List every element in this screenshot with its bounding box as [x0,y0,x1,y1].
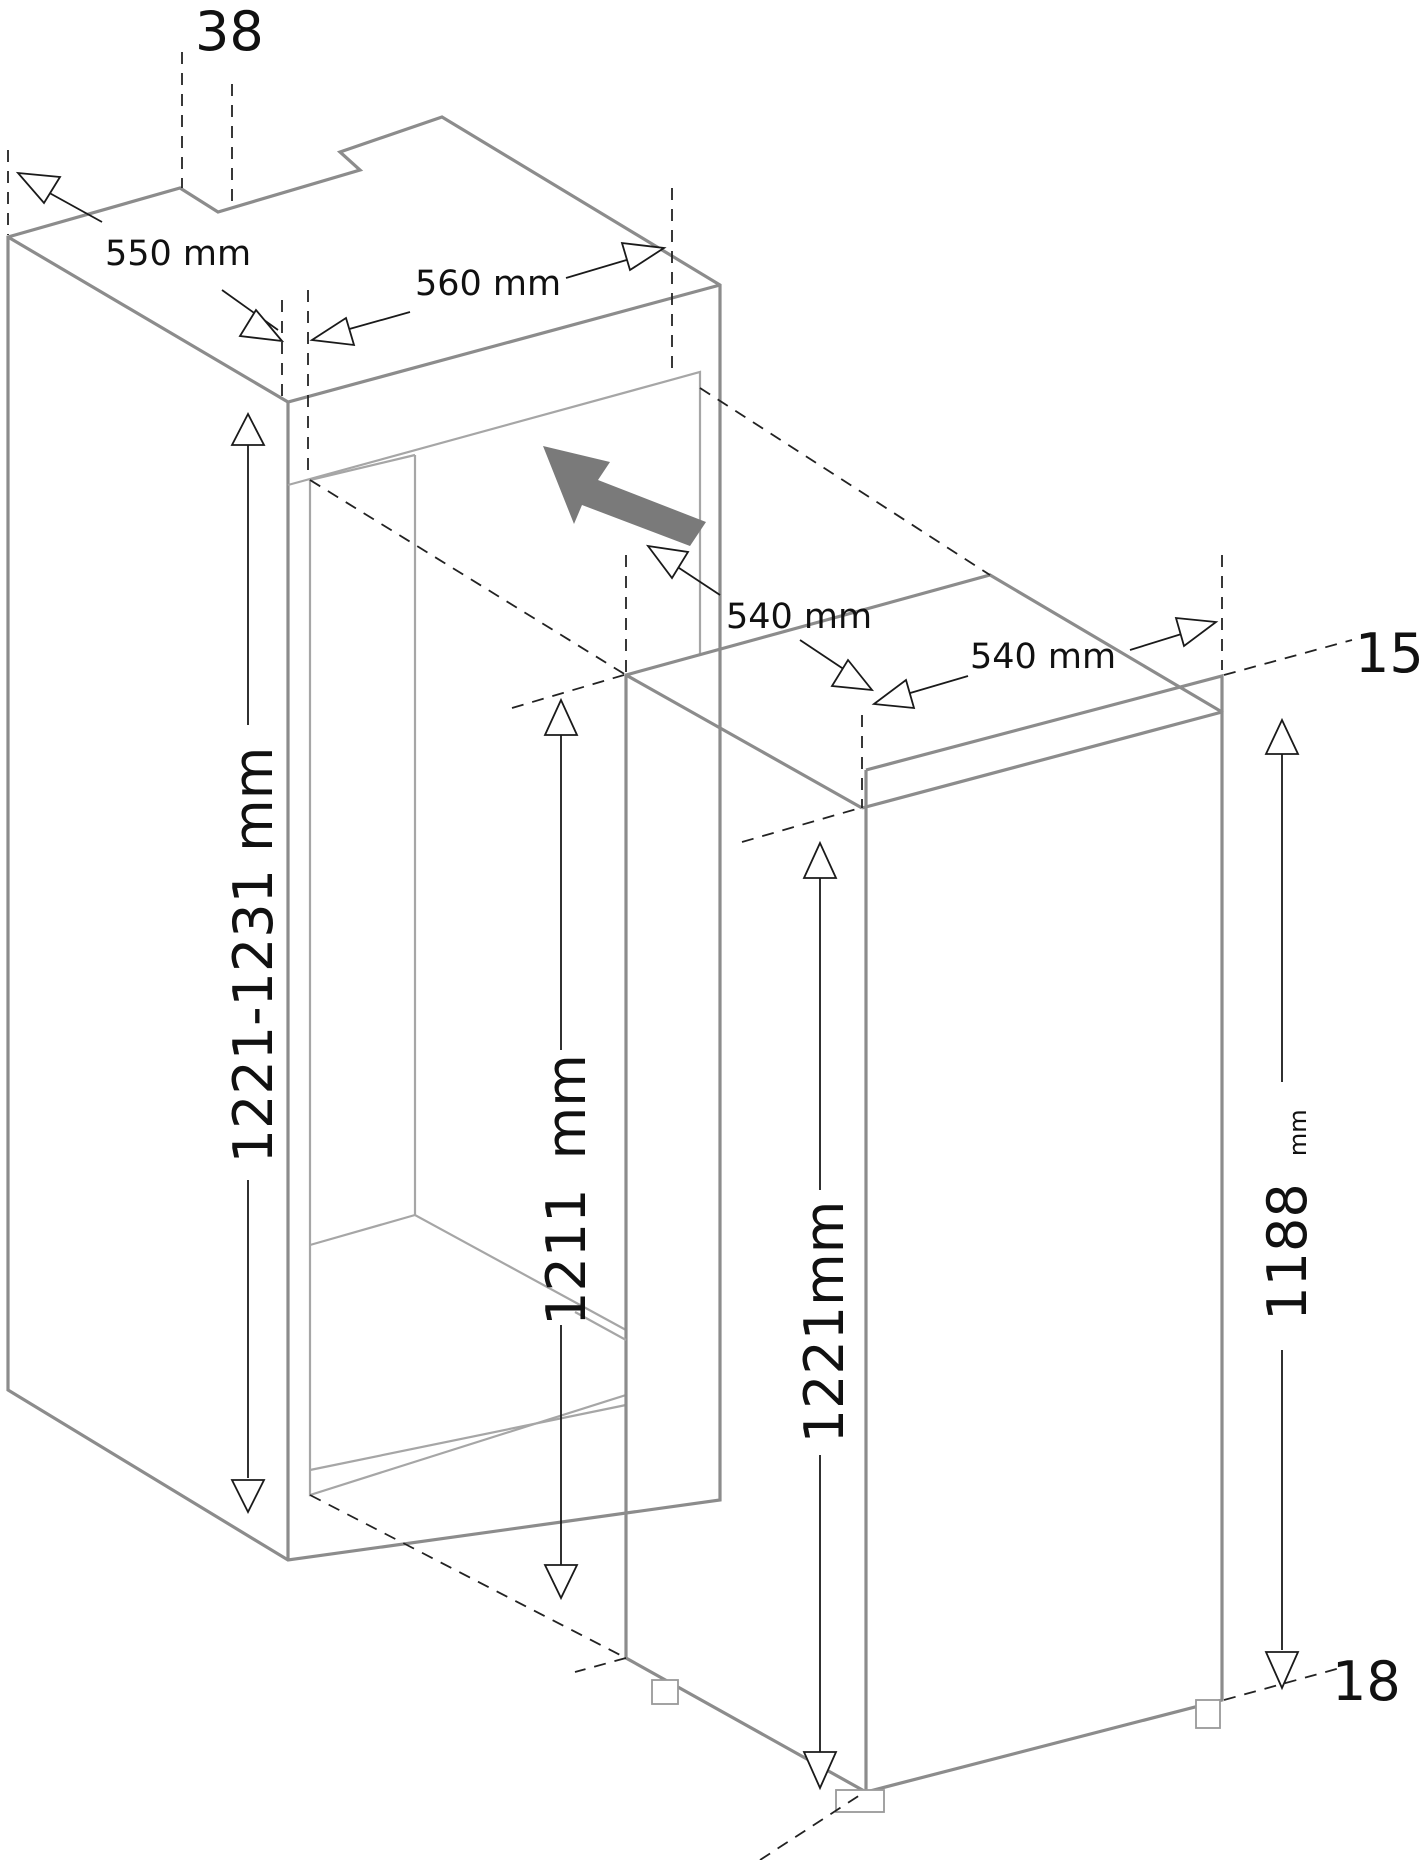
dim-line-540w-b [1129,631,1189,651]
label-door-height-unit: mm [1284,1109,1312,1156]
label-door-height: 1188 mm [1256,1109,1319,1320]
appliance-outline [624,573,1224,1794]
arrowhead-niche-top [230,412,266,446]
label-door-height-value: 1188 [1256,1183,1319,1320]
cabinet-niche-floor [309,1213,627,1331]
label-cabinet-width: 560 mm [415,264,561,304]
arrowhead-550-left [15,171,62,205]
dim-line-540d-b [799,639,849,673]
label-top-gap: 38 [195,0,264,63]
arrowhead-1221-top [802,840,838,879]
cabinet-housing [6,115,722,1562]
cabinet-outer-outline [6,115,722,1562]
insertion-direction-arrow [543,446,706,546]
cabinet-niche-back-left [309,453,416,482]
appliance-feet [651,1679,1221,1813]
appliance-top-right-link [861,710,1223,810]
label-front-height: 1221mm [793,1201,856,1444]
cabinet-niche-left-wall [308,480,627,1497]
arrowhead-540d-top [645,544,690,580]
foot-left [651,1679,679,1705]
dimension-labels: 38 550 mm 560 mm 1221-1231 mm 1211 mm 54… [105,0,1419,1713]
arrowhead-550-right [238,308,285,343]
label-niche-height: 1221-1231 mm [222,747,285,1164]
foot-right [1195,1699,1221,1729]
arrowhead-niche-bottom [230,1479,266,1515]
projection-lines [7,52,1353,1860]
label-top-offset: 15 [1355,622,1419,685]
arrowhead-1211-bottom [543,1564,579,1601]
label-cabinet-depth: 550 mm [105,234,251,274]
appliance-top-front-edge [625,673,863,810]
arrowhead-1221-bottom [802,1751,838,1791]
arrowhead-540w-right [1174,616,1219,648]
arrowhead-560-right [620,241,667,272]
arrowhead-1188-top [1264,717,1300,755]
label-appliance-width: 540 mm [970,637,1116,677]
label-appliance-depth: 540 mm [726,597,872,637]
appliance-door-top [865,673,1224,772]
arrowhead-540d-bottom [830,658,875,692]
arrowhead-560-left [309,316,356,347]
label-1211: 1211 mm [535,1054,598,1326]
label-1211-unit: mm [535,1054,598,1159]
cabinet-opening-inner [287,370,702,655]
dim-line-550-b [221,289,279,331]
arrowhead-1211-top [543,697,579,736]
arrowhead-540w-left [871,678,916,710]
foot-front [835,1789,885,1813]
dim-line-540w-a [899,675,969,697]
dimension-arrows [15,171,1300,1791]
cabinet-niche-floor-front [309,1403,627,1472]
arrowhead-1188-bottom [1264,1651,1300,1691]
label-bottom-offset: 18 [1332,1650,1401,1713]
label-1211-value: 1211 [535,1188,598,1325]
appliance-body [624,573,1224,1813]
